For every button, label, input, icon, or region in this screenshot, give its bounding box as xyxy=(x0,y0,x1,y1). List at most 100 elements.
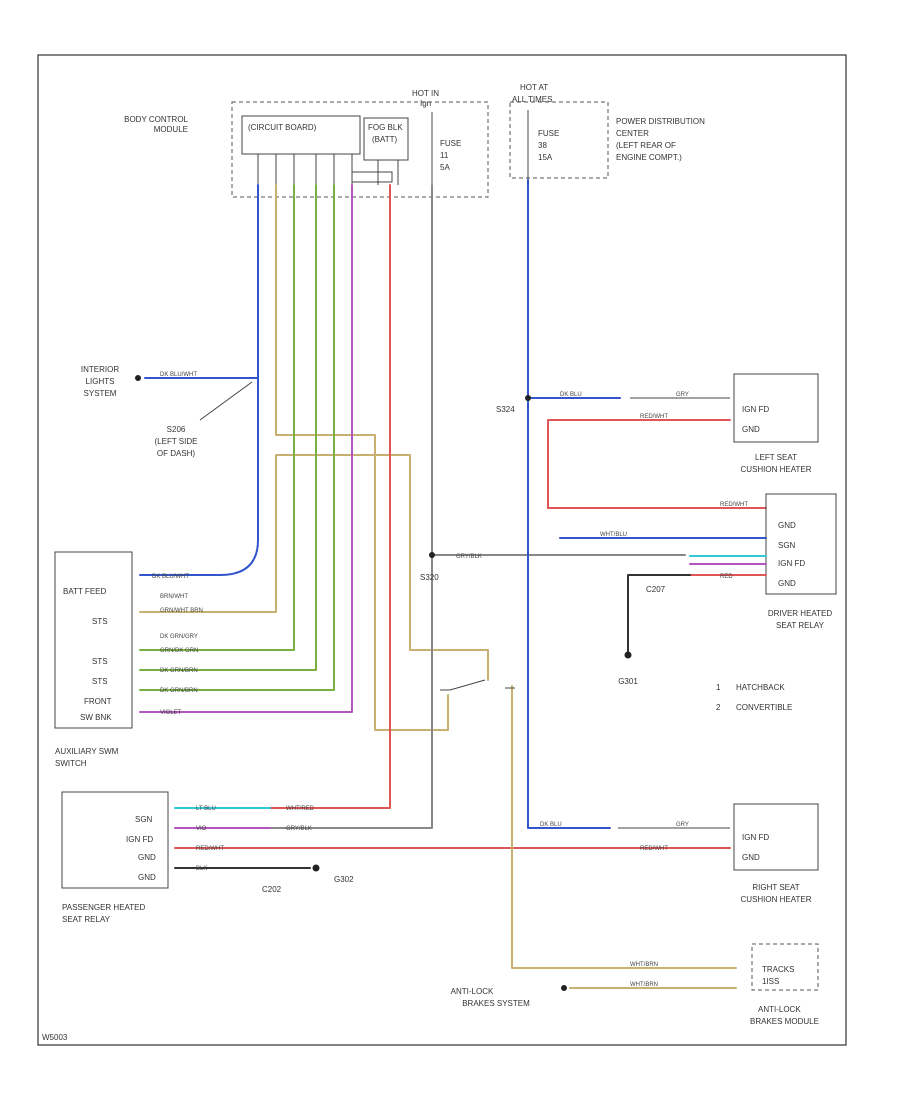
bcm-hot-2: Ign xyxy=(420,99,431,108)
bcm-relay-2: (BATT) xyxy=(372,135,398,144)
wire-label-red: RED xyxy=(720,574,733,580)
interior-title-1: INTERIOR xyxy=(81,365,119,374)
wire-label-redwht-3: RED/WHT xyxy=(720,502,748,508)
interior-title-3: SYSTEM xyxy=(84,389,117,398)
wire-label-batt: DK BLU/WHT xyxy=(152,574,189,580)
driver-relay-pin-4: GND xyxy=(778,579,796,588)
right-seat-title-2: CUSHION HEATER xyxy=(741,895,812,904)
wire-label-grn-brn-1: DK GRN/BRN xyxy=(160,668,198,674)
wire-label-ltblu: LT BLU xyxy=(196,806,216,812)
right-seat-pin-1: IGN FD xyxy=(742,833,769,842)
right-seat-pin-2: GND xyxy=(742,853,760,862)
bcm-fuse-num: 11 xyxy=(440,151,449,160)
pdc-title-3: (LEFT REAR OF xyxy=(616,141,676,150)
c202-label: C202 xyxy=(262,885,282,894)
s206-title-3: OF DASH) xyxy=(157,449,196,458)
pdc-fuse-amp: 15A xyxy=(538,153,553,162)
wire-label-grn-dkgrn: GRN/DK GRN xyxy=(160,648,198,654)
bcm-circuit-board: (CIRCUIT BOARD) xyxy=(248,123,317,132)
switch-symbol xyxy=(440,679,515,691)
bcm-fuse: FUSE xyxy=(440,139,461,148)
wire-label-whtblu: WHT/BLU xyxy=(600,532,627,538)
pass-relay-title-1: PASSENGER HEATED xyxy=(62,903,146,912)
wire-label-violet: VIOLET xyxy=(160,710,182,716)
interior-lights-system: INTERIOR LIGHTS SYSTEM xyxy=(81,365,141,398)
aux-pin-4: STS xyxy=(92,677,108,686)
s206-title-1: S206 xyxy=(167,425,186,434)
aux-pin-3: STS xyxy=(92,657,108,666)
wire-label-blk: BLK xyxy=(196,866,207,872)
wire-label-dkblu-1: DK BLU xyxy=(560,392,582,398)
wire-bundle-bcm xyxy=(139,184,686,829)
abs-system-title-2: BRAKES SYSTEM xyxy=(462,999,530,1008)
wire-label-gry-2: GRY xyxy=(676,822,689,828)
abs-module-title-3: ANTI-LOCK xyxy=(758,1005,801,1014)
legend-num-1: 1 xyxy=(716,683,721,692)
passenger-heated-seat-relay: SGN IGN FD GND GND PASSENGER HEATED SEAT… xyxy=(61,791,731,924)
footer-code: W5003 xyxy=(42,1033,68,1042)
auxiliary-switch: BATT FEED STS STS STS FRONT SW BNK AUXIL… xyxy=(54,551,133,768)
pass-relay-pin-4: GND xyxy=(138,873,156,882)
wire-label-grn-brn-2: DK GRN/BRN xyxy=(160,688,198,694)
abs-module-title-2: 1ISS xyxy=(762,977,779,986)
pass-relay-pin-2: IGN FD xyxy=(126,835,153,844)
power-distribution-center: HOT AT ALL TIMES FUSE 38 15A POWER DISTR… xyxy=(509,83,705,180)
wire-label-vio: VIO xyxy=(196,826,207,832)
g301-label: G301 xyxy=(618,677,638,686)
wire-label-whtbrn-1: WHT/BRN xyxy=(630,962,658,968)
legend-text-2: CONVERTIBLE xyxy=(736,703,792,712)
aux-pin-6: SW BNK xyxy=(80,713,112,722)
bcm-title-2: MODULE xyxy=(154,125,188,134)
driver-relay-title-1: DRIVER HEATED xyxy=(768,609,833,618)
driver-relay-pin-1: GND xyxy=(778,521,796,530)
wire-label-gryblk: GRY/BLK xyxy=(286,826,312,832)
right-seat-title-1: RIGHT SEAT xyxy=(752,883,799,892)
left-seat-title-1: LEFT SEAT xyxy=(755,453,797,462)
wire-label-grn: GRN/WHT BRN xyxy=(160,608,203,614)
pdc-fuse: FUSE xyxy=(538,129,559,138)
left-seat-cushion-heater: IGN FD GND LEFT SEAT CUSHION HEATER xyxy=(547,373,819,509)
g302-label: G302 xyxy=(334,875,354,884)
pass-relay-pin-3: GND xyxy=(138,853,156,862)
legend-text-1: HATCHBACK xyxy=(736,683,785,692)
wire-label-dkblu-2: DK BLU xyxy=(540,822,562,828)
wire-label-brn: BRN/WHT xyxy=(160,594,188,600)
body-control-module: BODY CONTROL MODULE (CIRCUIT BOARD) FOG … xyxy=(124,89,489,198)
aux-title-1: AUXILIARY SWM xyxy=(55,747,119,756)
driver-heated-seat-relay: GND SGN IGN FD GND DRIVER HEATED SEAT RE… xyxy=(559,493,837,686)
s320-label: S320 xyxy=(420,573,439,582)
left-seat-pin-1: IGN FD xyxy=(742,405,769,414)
driver-relay-title-2: SEAT RELAY xyxy=(776,621,825,630)
pdc-fuse-num: 38 xyxy=(538,141,547,150)
pdc-hot: HOT AT xyxy=(520,83,548,92)
s206-title-2: (LEFT SIDE xyxy=(155,437,198,446)
abs-module-title-4: BRAKES MODULE xyxy=(750,1017,819,1026)
abs-system-title-1: ANTI-LOCK xyxy=(451,987,494,996)
wire-label-redwht: RED/WHT xyxy=(196,846,224,852)
pdc-hot-2: ALL TIMES xyxy=(512,95,552,104)
c207-label: C207 xyxy=(646,585,666,594)
wire-blue-pdc xyxy=(429,179,621,829)
wire-label-gryblk-2: GRY/BLK xyxy=(456,554,482,560)
right-seat-cushion-heater: IGN FD GND RIGHT SEAT CUSHION HEATER xyxy=(618,803,819,904)
driver-relay-pin-3: IGN FD xyxy=(778,559,805,568)
left-seat-pin-2: GND xyxy=(742,425,760,434)
left-seat-title-2: CUSHION HEATER xyxy=(741,465,812,474)
pass-relay-pin-1: SGN xyxy=(135,815,153,824)
pdc-title-2: CENTER xyxy=(616,129,649,138)
aux-pin-1: BATT FEED xyxy=(63,587,106,596)
anti-lock-brakes: TRACKS 1ISS ANTI-LOCK BRAKES MODULE ANTI… xyxy=(451,685,819,1026)
aux-title-2: SWITCH xyxy=(55,759,87,768)
pass-relay-title-2: SEAT RELAY xyxy=(62,915,111,924)
wire-label-whtred: WHT/RED xyxy=(286,806,315,812)
bcm-fuse-amp: 5A xyxy=(440,163,450,172)
diagram-frame xyxy=(37,54,847,1046)
wire-label-redwht-2: RED/WHT xyxy=(640,414,668,420)
interior-title-2: LIGHTS xyxy=(86,377,115,386)
s324-label: S324 xyxy=(496,405,515,414)
legend-num-2: 2 xyxy=(716,703,721,712)
wire-label-dkgrn: DK GRN/GRY xyxy=(160,634,198,640)
abs-module-title-1: TRACKS xyxy=(762,965,794,974)
pdc-title-1: POWER DISTRIBUTION xyxy=(616,117,705,126)
